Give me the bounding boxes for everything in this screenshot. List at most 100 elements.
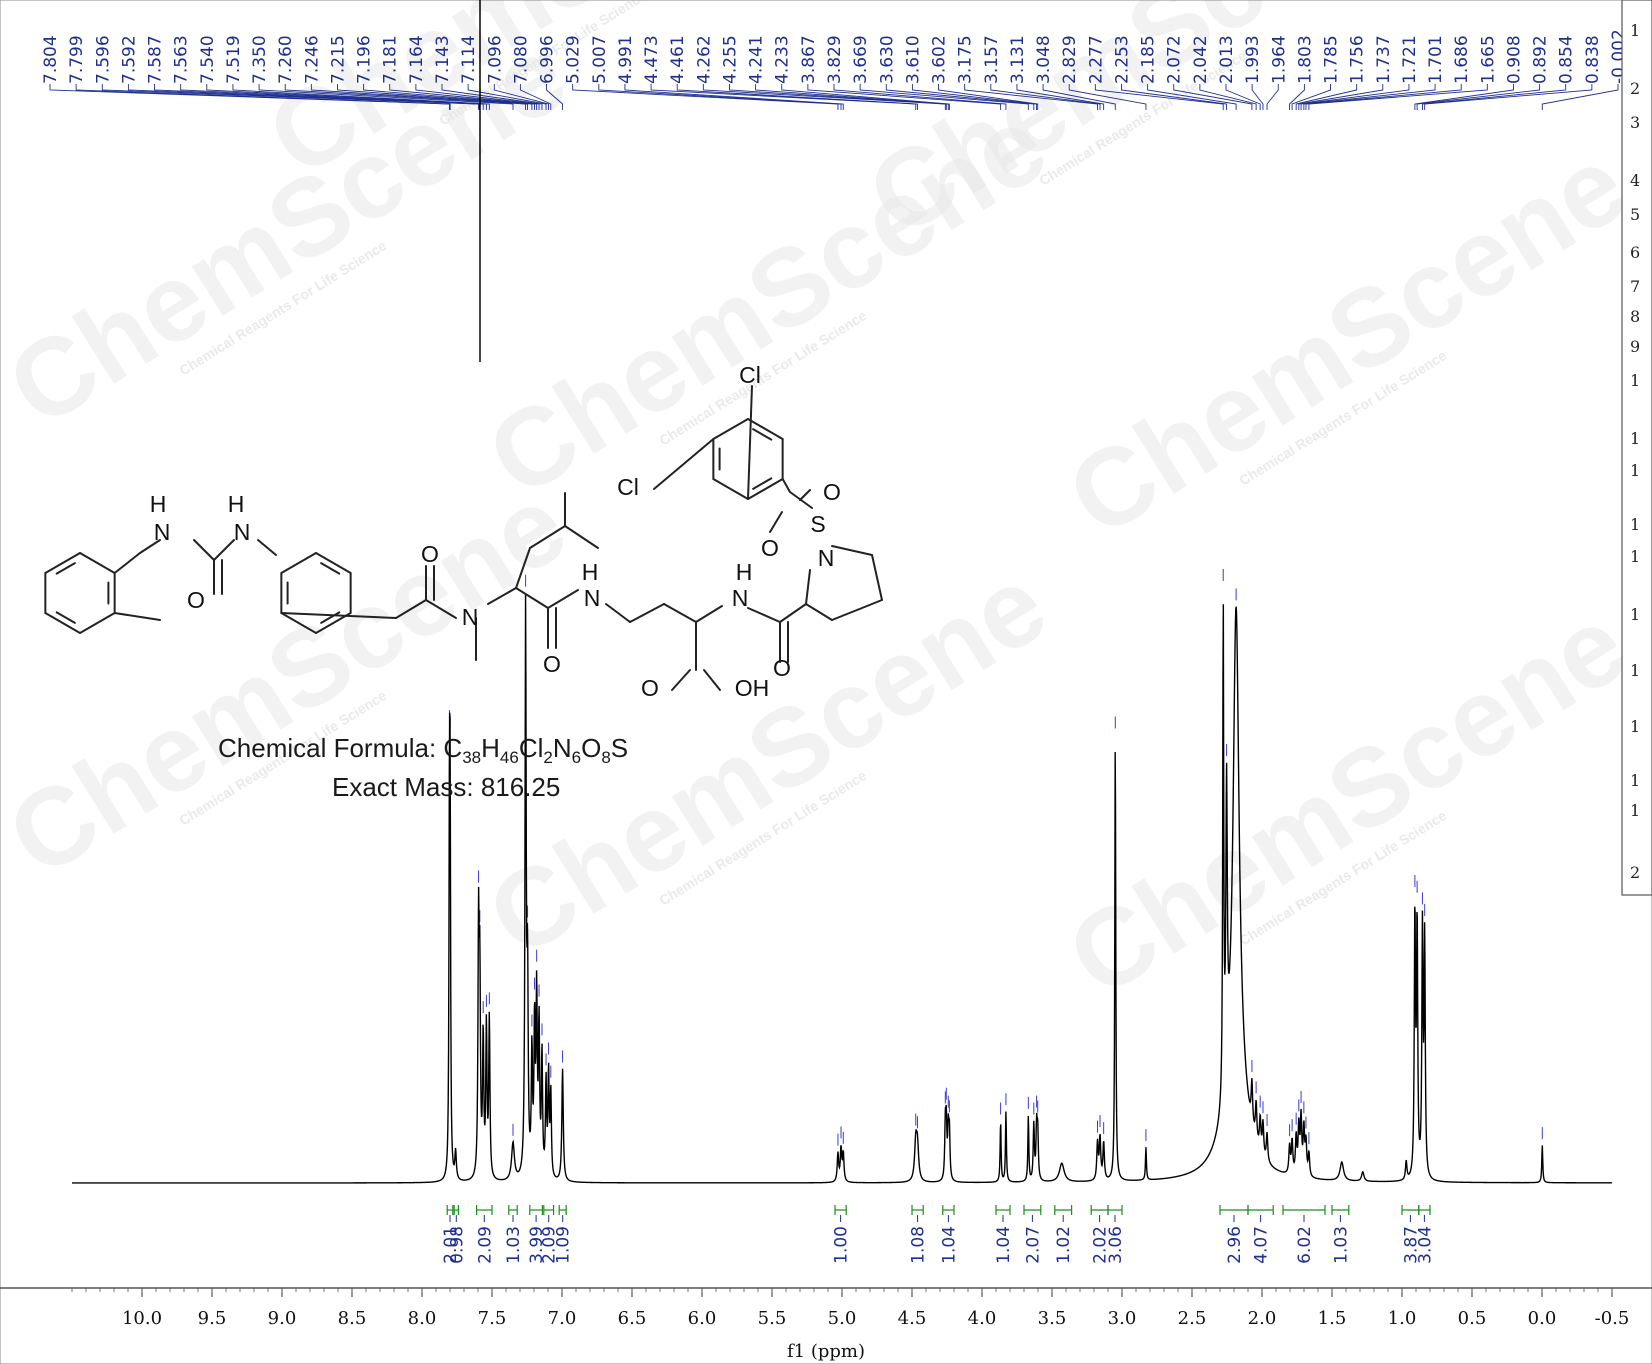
bond <box>529 525 566 549</box>
peak-label: 1.665 <box>1478 35 1498 84</box>
peak-label: 5.029 <box>564 35 584 84</box>
atom-label: Cl <box>617 474 639 500</box>
peak-label-leader <box>493 84 550 110</box>
watermark-logo: ChemScene <box>1048 122 1647 560</box>
side-panel-number: 2 <box>1630 863 1640 882</box>
integral-label: 0.98 <box>447 1226 467 1264</box>
peak-label: 3.131 <box>1008 35 1028 84</box>
peak-label-leader <box>1416 84 1541 110</box>
peak-label-leader <box>1266 84 1279 110</box>
peak-label-leader <box>1289 84 1305 110</box>
formula-element: N <box>553 733 572 763</box>
peak-label: 7.799 <box>67 35 87 84</box>
peak-label-leader <box>1300 84 1410 110</box>
peak-label: 7.080 <box>511 35 531 84</box>
formula-subscript: 38 <box>462 748 481 767</box>
peak-label-leader <box>572 84 839 110</box>
formula-subscript: 8 <box>601 748 610 767</box>
peak-label-leader <box>807 84 1002 110</box>
peak-label: 1.737 <box>1374 35 1394 84</box>
bond <box>280 612 397 619</box>
bond <box>747 385 753 500</box>
peak-label: 7.164 <box>407 35 427 84</box>
integral-label: 1.04 <box>994 1226 1014 1264</box>
atom-label: H <box>736 559 753 585</box>
bond <box>831 599 883 621</box>
bond <box>547 589 579 609</box>
peak-label: 2.829 <box>1060 35 1080 84</box>
side-panel-number: 1 <box>1630 547 1640 566</box>
peak-label: 3.157 <box>982 35 1002 84</box>
integral-label: 3.87 <box>1401 1226 1421 1264</box>
atom-label: S <box>810 511 825 537</box>
peak-label-leader <box>101 84 480 110</box>
peak-label: 0.908 <box>1504 35 1524 84</box>
bond <box>257 539 277 556</box>
atom-label: N <box>818 545 835 571</box>
ring-bond <box>79 552 116 574</box>
peak-label-leader <box>1308 84 1488 110</box>
formula-element: C <box>443 733 462 763</box>
side-panel-number: 1 <box>1630 429 1640 448</box>
peak-label: 7.096 <box>485 35 505 84</box>
bond <box>395 599 427 619</box>
peak-label: 3.048 <box>1034 35 1054 84</box>
bond <box>779 603 807 623</box>
peak-label-leader <box>127 84 480 110</box>
peak-label: 7.563 <box>172 35 192 84</box>
peak-label-leader <box>75 84 451 110</box>
peak-label: 4.255 <box>720 35 740 84</box>
peak-label: 3.175 <box>956 35 976 84</box>
peak-label-leader <box>1042 84 1116 110</box>
atom-label: O <box>773 655 791 681</box>
x-tick-label: 9.0 <box>268 1308 297 1329</box>
peak-label-leader <box>1305 84 1462 110</box>
peak-label-leader <box>859 84 1029 110</box>
bond <box>487 587 517 605</box>
peak-label: 6.996 <box>538 35 558 84</box>
ring-bond <box>712 478 749 500</box>
atom-label: N <box>462 604 479 630</box>
peak-label: 1.964 <box>1269 35 1289 84</box>
peak-label: 3.610 <box>903 35 923 84</box>
side-panel-number: 8 <box>1630 307 1640 326</box>
ring-double-bond <box>320 611 341 624</box>
x-tick-label: 9.5 <box>198 1308 227 1329</box>
bond <box>113 552 141 574</box>
bond <box>871 554 883 601</box>
atom-label: N <box>584 585 601 611</box>
peak-label: 0.838 <box>1583 35 1603 84</box>
bond <box>515 547 531 589</box>
peak-label: 1.785 <box>1322 35 1342 84</box>
ring-bond <box>79 612 116 634</box>
atom-label: O <box>421 541 439 567</box>
peak-label: 3.829 <box>825 35 845 84</box>
side-panel-number: 1 <box>1630 461 1640 480</box>
integral-label: 1.08 <box>909 1226 929 1264</box>
peak-label-leader <box>650 84 917 110</box>
bond <box>139 539 161 554</box>
formula-element: S <box>611 733 628 763</box>
bond <box>703 669 721 691</box>
peak-label: 1.993 <box>1243 35 1263 84</box>
bond <box>515 587 549 609</box>
peak-label: 7.804 <box>41 35 61 84</box>
peak-label-leader <box>755 84 949 110</box>
side-panel-number: 1 <box>1630 371 1640 390</box>
peak-label: 3.669 <box>851 35 871 84</box>
bond <box>671 669 691 691</box>
peak-label: 4.262 <box>694 35 714 84</box>
x-tick-label: 1.0 <box>1388 1308 1417 1329</box>
ring-double-bond <box>320 562 341 575</box>
x-tick-label: 0.0 <box>1528 1308 1557 1329</box>
peak-label-leader <box>49 84 450 110</box>
integral-label: 3.06 <box>1106 1226 1126 1264</box>
atom-label: O <box>543 651 561 677</box>
ring-bond <box>280 552 317 574</box>
peak-label-leader <box>964 84 1098 110</box>
peak-label-leader <box>676 84 918 110</box>
peak-label: 2.253 <box>1112 35 1132 84</box>
side-panel-number: 1 <box>1630 515 1640 534</box>
bond <box>113 612 161 621</box>
peak-label-leader <box>729 84 947 110</box>
